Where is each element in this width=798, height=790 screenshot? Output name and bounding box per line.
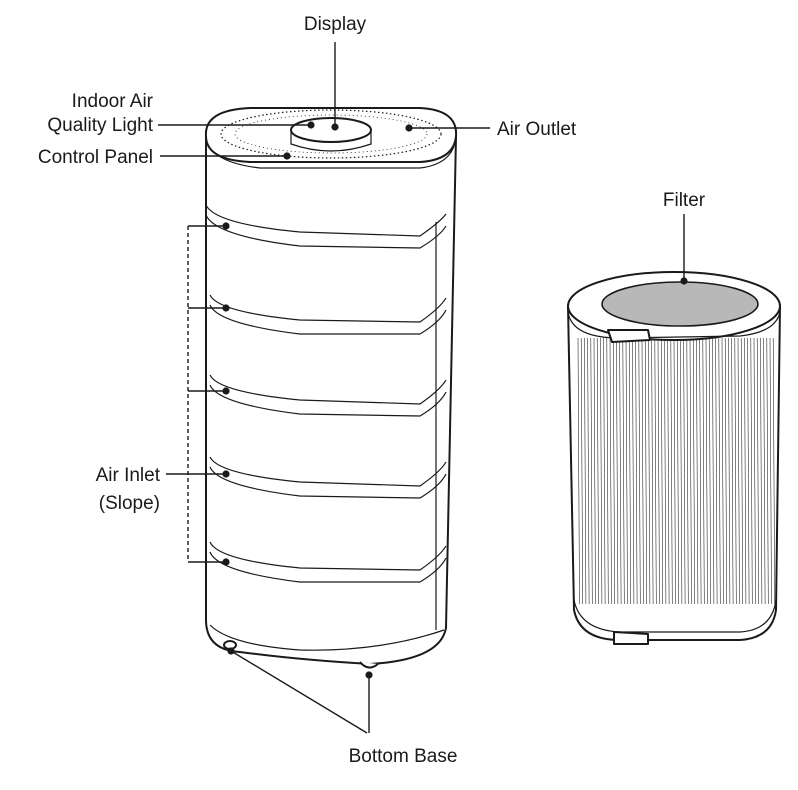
filter-pleat: [590, 337, 593, 605]
filter-pleat: [664, 337, 667, 605]
filter-cartridge: [567, 271, 781, 645]
filter-opening: [601, 281, 759, 327]
filter-pleats: [577, 337, 775, 605]
filter-pleat: [766, 337, 769, 605]
filter-pleat: [612, 337, 615, 605]
bottom-base-marker-dot-left: [227, 647, 235, 655]
filter-pleat: [657, 337, 660, 605]
filter-pleat: [686, 337, 689, 605]
filter-pleat: [580, 337, 583, 605]
filter-pleat: [715, 337, 718, 605]
filter-pleat: [632, 337, 635, 605]
filter-pleat: [596, 337, 599, 605]
control-panel-marker-dot: [283, 152, 291, 160]
filter-pleat: [670, 337, 673, 605]
leader-lines: [158, 42, 688, 734]
label-air-inlet-line1: Air Inlet: [96, 465, 161, 486]
filter-pleat: [648, 337, 651, 605]
label-control-panel: Control Panel: [38, 147, 153, 168]
filter-marker-dot: [680, 277, 688, 285]
filter-pleat: [651, 337, 654, 605]
filter-pleat: [622, 337, 625, 605]
filter-pleat: [667, 337, 670, 605]
filter-pleat: [577, 337, 580, 605]
filter-pleat: [593, 337, 596, 605]
filter-pleat: [699, 337, 702, 605]
filter-pleat: [609, 337, 612, 605]
filter-pleat: [644, 337, 647, 605]
filter-pleat: [683, 337, 686, 605]
filter-pleat: [712, 337, 715, 605]
filter-pleat: [708, 337, 711, 605]
filter-pleat: [769, 337, 772, 605]
display-marker-dot: [331, 123, 339, 131]
filter-pleat: [635, 337, 638, 605]
purifier-unit: [204, 107, 458, 669]
filter-pleat: [734, 337, 737, 605]
filter-pleat: [744, 337, 747, 605]
label-filter: Filter: [663, 190, 706, 211]
indoor-air-marker-dot: [307, 121, 315, 129]
filter-pleat: [702, 337, 705, 605]
display-puck: [290, 117, 372, 143]
filter-pleat: [750, 337, 753, 605]
filter-pleat: [724, 337, 727, 605]
filter-pleat: [638, 337, 641, 605]
filter-pleat: [660, 337, 663, 605]
filter-pleat: [740, 337, 743, 605]
filter-pleat: [737, 337, 740, 605]
labels: Display Indoor Air Quality Light Control…: [38, 14, 706, 767]
filter-pleat: [753, 337, 756, 605]
filter-pleat: [747, 337, 750, 605]
filter-pleat: [728, 337, 731, 605]
filter-pleat: [619, 337, 622, 605]
air-outlet-grille: [220, 109, 442, 159]
filter-pleat: [616, 337, 619, 605]
filter-pleat: [721, 337, 724, 605]
filter-pleat: [696, 337, 699, 605]
label-bottom-base: Bottom Base: [349, 746, 458, 767]
foot-front: [359, 661, 379, 669]
filter-pleat: [587, 337, 590, 605]
filter-pleat: [718, 337, 721, 605]
filter-pleat: [625, 337, 628, 605]
filter-pleat: [692, 337, 695, 605]
filter-pleat: [763, 337, 766, 605]
purifier-body: [205, 135, 457, 665]
label-display: Display: [304, 14, 367, 35]
filter-bottom-tab: [613, 631, 649, 645]
air-outlet-marker-dot: [405, 124, 413, 132]
filter-pleat: [756, 337, 759, 605]
filter-pleat: [584, 337, 587, 605]
filter-pleat: [772, 337, 775, 605]
filter-pleat: [705, 337, 708, 605]
filter-pleat: [641, 337, 644, 605]
filter-pleat: [600, 337, 603, 605]
label-indoor-air-line2: Quality Light: [47, 115, 153, 136]
filter-pleat: [654, 337, 657, 605]
label-indoor-air-line1: Indoor Air: [72, 91, 154, 112]
filter-pleat: [676, 337, 679, 605]
label-air-inlet-line2: (Slope): [99, 493, 160, 514]
filter-pleat: [680, 337, 683, 605]
filter-pleat: [603, 337, 606, 605]
bottom-base-marker-dot-right: [365, 671, 373, 679]
filter-pleat: [673, 337, 676, 605]
filter-pleat: [689, 337, 692, 605]
filter-pleat: [628, 337, 631, 605]
filter-pleat: [760, 337, 763, 605]
filter-top-tab: [607, 329, 651, 343]
air-inlet-bracket: [166, 222, 230, 566]
filter-pleat: [606, 337, 609, 605]
label-air-outlet: Air Outlet: [497, 119, 577, 140]
filter-pleat: [731, 337, 734, 605]
